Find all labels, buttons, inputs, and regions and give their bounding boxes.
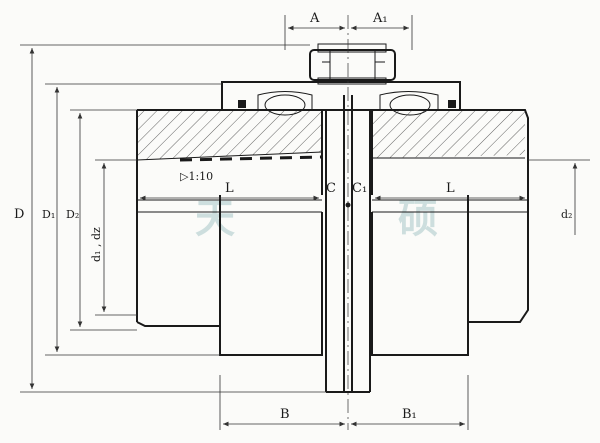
label-D1: D₁ (42, 208, 55, 221)
label-A1: A₁ (372, 11, 388, 26)
label-C1: C₁ (352, 181, 367, 196)
label-C: C (326, 181, 336, 196)
flange-bolt (309, 43, 396, 85)
label-d2: d₂ (561, 208, 572, 221)
outer-sleeve (221, 81, 461, 116)
label-A: A (309, 11, 320, 26)
watermark-left: 天 (195, 196, 235, 242)
label-L-right: L (446, 181, 455, 196)
left-hub-section-hatch (137, 110, 322, 160)
label-D: D (14, 207, 24, 222)
label-B1: B₁ (402, 407, 417, 422)
dim-d2: d₂ (528, 159, 590, 235)
label-d1-dz: d₁ , dz (90, 227, 103, 262)
dim-B: B B₁ (219, 375, 469, 430)
left-taper-line (136, 151, 323, 161)
length-dims: L L C C₁ (140, 181, 525, 201)
center-plates (325, 95, 371, 393)
label-taper: ▷1:10 (180, 170, 213, 183)
label-B: B (280, 407, 290, 422)
diameter-dims: D D₁ D₂ d₁ , dz (14, 44, 326, 393)
right-hub-section-hatch (372, 110, 525, 158)
label-L-left: L (225, 181, 234, 196)
dim-A: A A₁ (284, 11, 413, 50)
right-hub (371, 109, 529, 356)
label-D2: D₂ (66, 208, 79, 221)
watermark-right: 硕 (398, 196, 438, 242)
